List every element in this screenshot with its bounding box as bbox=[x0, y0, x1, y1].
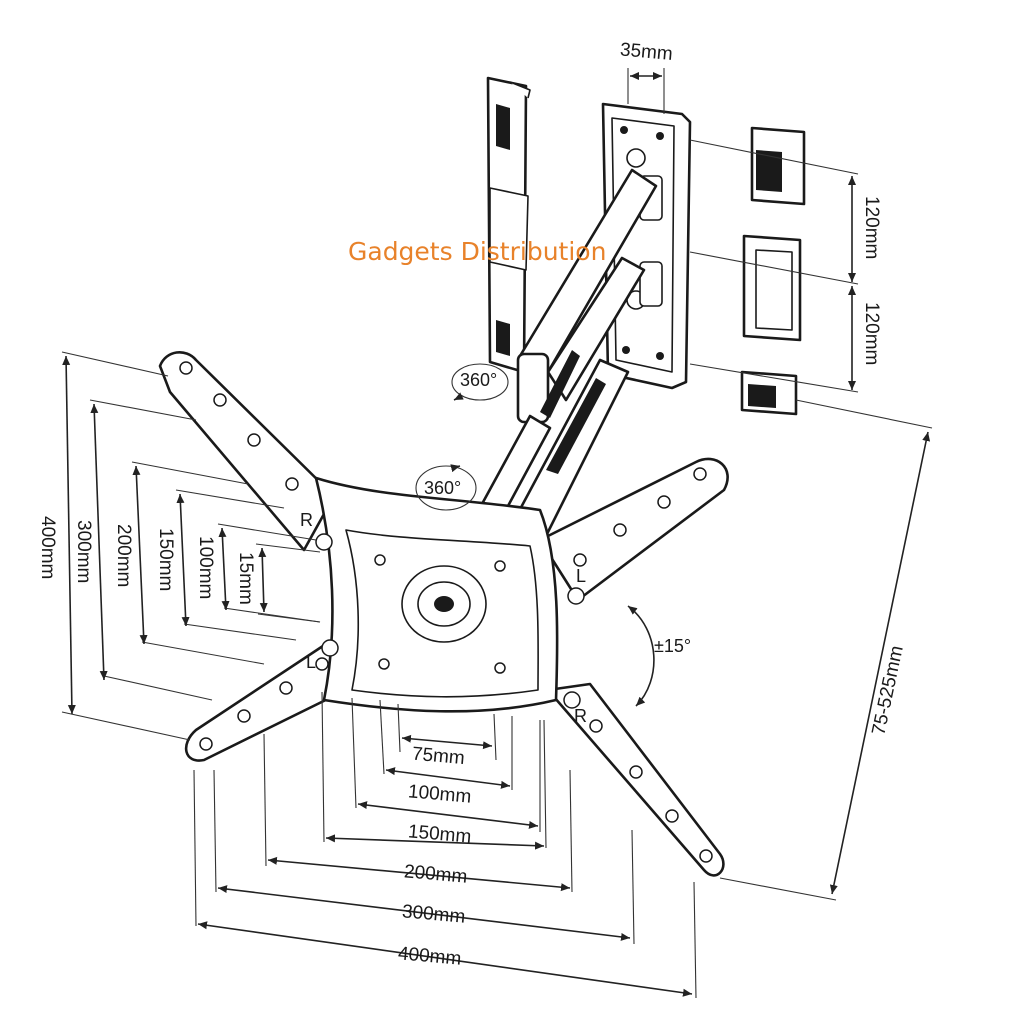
rotation-arm-pivot: 360° bbox=[451, 363, 509, 401]
dim-label-v-400mm: 400mm bbox=[37, 516, 58, 579]
dim-wall-offset: 35mm bbox=[619, 39, 674, 114]
arm-bottom-right bbox=[546, 682, 725, 877]
wall-bracket-right bbox=[740, 126, 806, 416]
dim-label-35mm: 35mm bbox=[619, 39, 673, 65]
wall-bracket-left bbox=[486, 76, 531, 374]
rotation-plate-pivot: 360° bbox=[415, 464, 477, 511]
vesa-bracket: R L L R bbox=[158, 351, 729, 877]
dim-label-v-15mm: 15mm bbox=[235, 552, 256, 605]
arm-top-right bbox=[538, 457, 729, 602]
dim-depth: 75-525mm bbox=[719, 399, 933, 901]
arm-marker-top-left: R bbox=[300, 510, 313, 530]
tilt-label: ±15° bbox=[654, 636, 691, 656]
rotation-label-plate: 360° bbox=[424, 478, 461, 498]
dim-label-h-200mm: 200mm bbox=[403, 861, 468, 887]
watermark-text: Gadgets Distribution bbox=[348, 237, 606, 266]
dim-label-h-300mm: 300mm bbox=[401, 901, 466, 927]
arm-marker-bottom-left: L bbox=[306, 652, 316, 672]
dim-label-h-150mm: 150mm bbox=[407, 821, 472, 847]
dim-label-h-400mm: 400mm bbox=[397, 943, 462, 969]
dim-label-h-100mm: 100mm bbox=[407, 781, 472, 807]
dim-label-v-200mm: 200mm bbox=[113, 524, 134, 587]
dim-label-v-100mm: 100mm bbox=[195, 536, 216, 599]
tilt-indicator: ±15° bbox=[627, 605, 691, 707]
dim-label-v-300mm: 300mm bbox=[73, 520, 94, 583]
dim-label-120mm-top: 120mm bbox=[861, 196, 882, 259]
arm-bottom-left bbox=[184, 638, 348, 762]
rotation-label-arm: 360° bbox=[460, 370, 497, 390]
dim-wall-spacing: 120mm 120mm bbox=[689, 139, 882, 393]
dim-label-h-75mm: 75mm bbox=[411, 744, 465, 770]
dim-vertical: 400mm 300mm 200mm 150mm 100mm 15mm bbox=[37, 351, 321, 741]
dim-horizontal: 75mm 100mm 150mm 200mm 300mm 400mm bbox=[193, 691, 697, 999]
dim-label-120mm-bottom: 120mm bbox=[861, 302, 882, 365]
arm-top-left bbox=[158, 351, 336, 552]
arm-marker-bottom-right: R bbox=[574, 706, 587, 726]
swing-arm bbox=[468, 168, 658, 538]
arm-marker-top-right: L bbox=[576, 566, 586, 586]
dim-label-v-150mm: 150mm bbox=[155, 528, 176, 591]
